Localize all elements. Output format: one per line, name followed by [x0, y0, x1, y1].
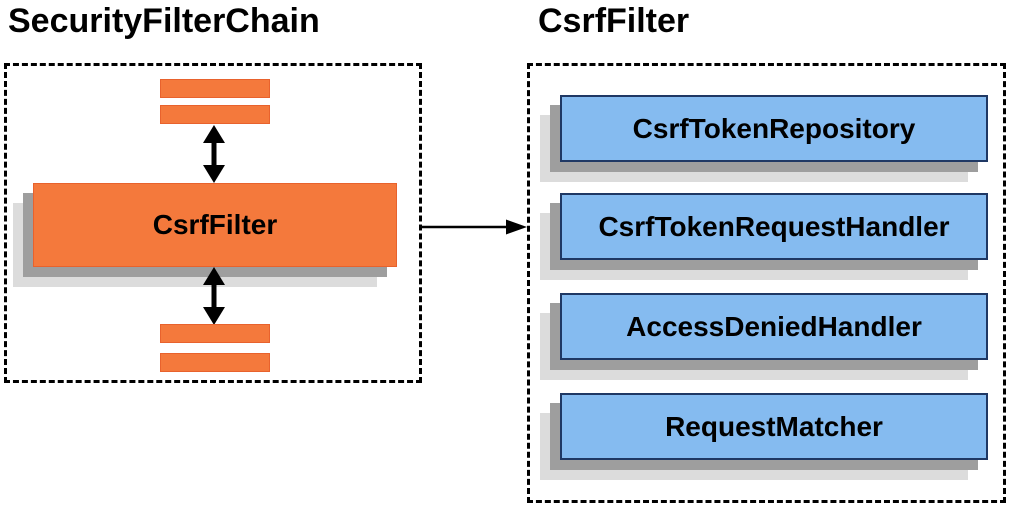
- csrf-filter-title: CsrfFilter: [538, 2, 690, 40]
- component-label: CsrfTokenRequestHandler: [598, 210, 950, 242]
- link-arrow: [422, 218, 527, 236]
- filter-bar-bottom-1: [160, 324, 270, 343]
- component-box-request-matcher: RequestMatcher: [560, 393, 988, 460]
- security-filter-chain-container: [4, 63, 422, 383]
- double-arrow-top: [200, 125, 228, 183]
- component-label: CsrfTokenRepository: [632, 112, 916, 144]
- csrf-filter-box-label: CsrfFilter: [152, 209, 278, 240]
- component-box-access-denied-handler: AccessDeniedHandler: [560, 293, 988, 360]
- csrf-filter-container: [527, 63, 1006, 503]
- component-label: RequestMatcher: [665, 410, 883, 442]
- filter-bar-top-1: [160, 79, 270, 98]
- filter-bar-top-2: [160, 105, 270, 124]
- security-filter-chain-title: SecurityFilterChain: [8, 2, 320, 40]
- double-arrow-bottom: [200, 267, 228, 325]
- component-box-csrf-token-request-handler: CsrfTokenRequestHandler: [560, 193, 988, 260]
- component-label: AccessDeniedHandler: [626, 310, 922, 342]
- filter-bar-bottom-2: [160, 353, 270, 372]
- component-box-csrf-token-repository: CsrfTokenRepository: [560, 95, 988, 162]
- csrf-filter-box: CsrfFilter: [33, 183, 397, 267]
